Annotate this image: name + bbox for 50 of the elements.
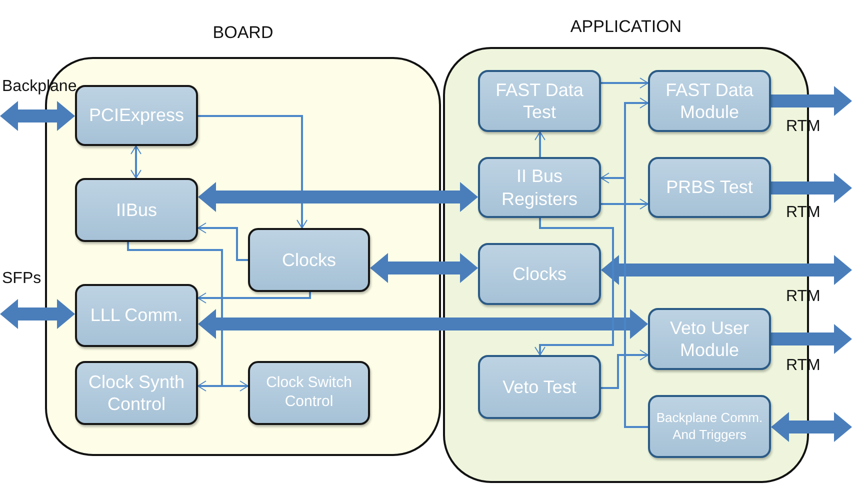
process-box: [478, 243, 601, 305]
box-label: Veto Test: [502, 376, 578, 398]
bus-arrow: [601, 255, 852, 285]
process-box: [248, 228, 370, 292]
bus-arrow: [771, 324, 852, 354]
edge-label: SFPs: [2, 270, 42, 288]
process-box: [75, 85, 198, 146]
signal-arrow: [534, 132, 546, 157]
process-box: [75, 178, 198, 242]
box-label: LLL Comm.: [89, 304, 184, 327]
signal-arrow: [601, 350, 648, 389]
signal-arrow: [198, 222, 248, 261]
bus-arrow: [370, 253, 478, 283]
process-box: [478, 157, 601, 218]
box-label: Clock Synth Control: [87, 370, 186, 416]
box-label: Clocks: [280, 248, 337, 272]
process-box: [478, 70, 601, 132]
process-box: [478, 355, 601, 419]
bus-arrow: [0, 299, 75, 329]
process-box: [75, 284, 198, 347]
box-label: II Bus Registers: [500, 165, 579, 210]
box-label: Backplane Comm. And Triggers: [655, 410, 764, 443]
box-label: IIBus: [114, 198, 158, 222]
bus-arrow: [771, 173, 852, 203]
panel-heading: APPLICATION: [569, 17, 683, 37]
process-box: [648, 308, 771, 370]
bus-arrow: [771, 86, 852, 116]
box-label: FAST Data Module: [664, 78, 754, 124]
box-label: FAST Data Test: [494, 78, 584, 124]
signal-arrow: [601, 198, 648, 210]
process-box: [75, 361, 198, 425]
box-label: Clock Switch Control: [265, 374, 353, 412]
bus-arrow: [0, 101, 75, 131]
process-box: [648, 395, 771, 458]
signal-arrow: [534, 218, 614, 356]
box-label: Clocks: [511, 262, 568, 286]
box-label: Veto User Module: [668, 316, 750, 362]
box-label: PCIExpress: [88, 104, 186, 127]
panel-heading: BOARD: [212, 23, 274, 43]
signal-arrow: [601, 78, 648, 88]
signal-arrow: [198, 115, 308, 228]
process-box: [248, 361, 370, 425]
signal-arrow: [130, 146, 142, 178]
signal-arrow: [198, 292, 311, 304]
box-label: PRBS Test: [665, 176, 754, 199]
bus-arrow: [771, 412, 852, 442]
bus-arrow: [198, 182, 478, 212]
process-box: [648, 70, 771, 132]
process-box: [648, 157, 771, 218]
bus-arrow: [198, 309, 648, 339]
